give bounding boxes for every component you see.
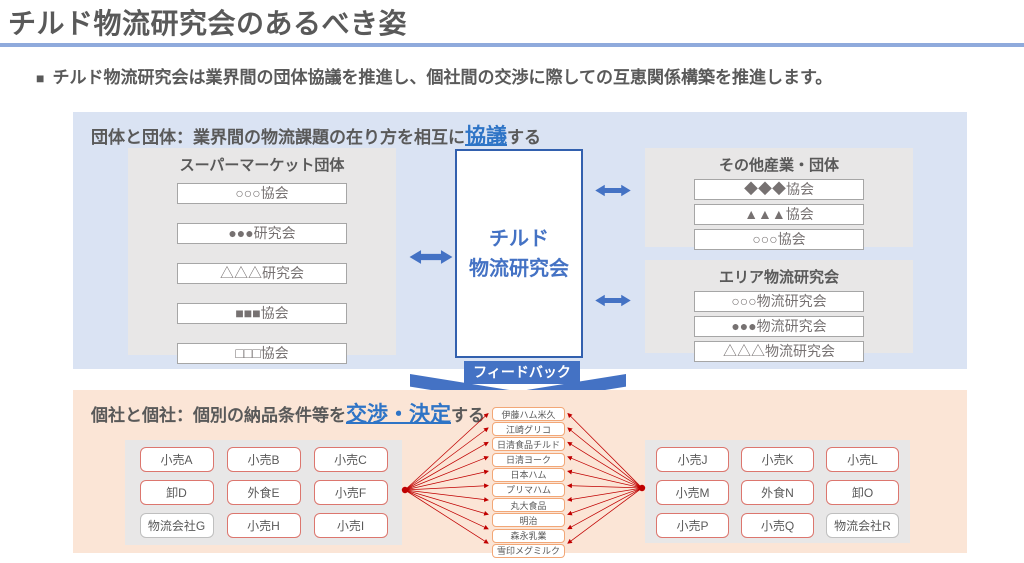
other-industry-association-list: ◆◆◆協会 ▲▲▲協会 ○○○協会 <box>645 179 913 250</box>
company-box: 小売L <box>826 447 899 472</box>
company-box: 小売C <box>313 447 388 472</box>
organizations-panel: 団体と団体：業界間の物流課題の在り方を相互に協議する スーパーマーケット団体 ○… <box>73 112 967 369</box>
center-box-line2: 物流研究会 <box>469 257 569 280</box>
organizations-panel-heading: 団体と団体：業界間の物流課題の在り方を相互に協議する <box>91 120 541 150</box>
company-box: 卸O <box>826 480 899 505</box>
maker-box: 森永乳業 <box>492 528 565 543</box>
title-underline-rule <box>0 43 1024 47</box>
heading-prefix: 団体と団体：業界間の物流課題の在り方を相互に <box>91 128 465 147</box>
maker-box: 日清食品チルド <box>492 437 565 452</box>
summary-text: チルド物流研究会は業界間の団体協議を推進し、個社間の交渉に際しての互恵関係構築を… <box>52 68 833 87</box>
bidirectional-arrow-icon <box>409 250 453 264</box>
companies-panel: 個社と個社：個別の納品条件等を交渉・決定する 小売A 小売B 小売C 卸D 外食E 小売F… <box>73 390 967 558</box>
center-box-line1: チルド <box>489 227 549 250</box>
company-box: 外食N <box>741 480 814 505</box>
company-box: 小売I <box>313 513 388 538</box>
company-box: 小売F <box>313 480 388 505</box>
left-company-grid: 小売A 小売B 小売C 卸D 外食E 小売F 物流会社G 小売H 小売I <box>125 440 402 538</box>
company-box: 物流会社G <box>139 513 214 538</box>
right-company-grid: 小売J 小売K 小売L 小売M 外食N 卸O 小売P 小売Q 物流会社R <box>645 440 910 538</box>
chilled-logistics-study-group-box: チルド 物流研究会 <box>455 149 583 358</box>
left-company-group-box: 小売A 小売B 小売C 卸D 外食E 小売F 物流会社G 小売H 小売I <box>125 440 402 545</box>
maker-box: 日清ヨーク <box>492 452 565 467</box>
association-box: ●●●研究会 <box>177 223 347 244</box>
association-box: ○○○物流研究会 <box>694 291 864 312</box>
summary-bullet: ■ チルド物流研究会は業界間の団体協議を推進し、個社間の交渉に際しての互恵関係構築… <box>36 63 832 88</box>
company-box: 小売B <box>226 447 301 472</box>
maker-list: 伊藤ハム米久江崎グリコ日清食品チルド日清ヨーク日本ハムプリマハム丸大食品明治森永… <box>492 407 565 558</box>
company-box: 小売P <box>656 513 729 538</box>
association-box: △△△物流研究会 <box>694 341 864 362</box>
company-box: 小売A <box>139 447 214 472</box>
companies-panel-heading: 個社と個社：個別の納品条件等を交渉・決定する <box>91 398 485 428</box>
maker-box: 雪印メグミルク <box>492 543 565 558</box>
company-box: 小売H <box>226 513 301 538</box>
maker-box: プリマハム <box>492 482 565 497</box>
bidirectional-arrow-icon <box>595 184 631 197</box>
company-box: 外食E <box>226 480 301 505</box>
association-box: ○○○協会 <box>694 229 864 250</box>
association-box: ■■■協会 <box>177 303 347 324</box>
area-logistics-group-box: エリア物流研究会 ○○○物流研究会 ●●●物流研究会 △△△物流研究会 <box>645 260 913 362</box>
supermarket-group-box: スーパーマーケット団体 ○○○協会 ●●●研究会 △△△研究会 ■■■協会 □□□協会 <box>128 148 396 364</box>
association-box: △△△研究会 <box>177 263 347 284</box>
area-logistics-association-list: ○○○物流研究会 ●●●物流研究会 △△△物流研究会 <box>645 291 913 362</box>
page-title: チルド物流研究会のあるべき姿 <box>8 8 408 39</box>
heading-suffix: する <box>451 406 485 425</box>
company-box: 小売K <box>741 447 814 472</box>
heading-suffix: する <box>507 128 541 147</box>
association-box: ▲▲▲協会 <box>694 204 864 225</box>
supermarket-association-list: ○○○協会 ●●●研究会 △△△研究会 ■■■協会 □□□協会 <box>128 183 396 364</box>
company-box: 小売J <box>656 447 729 472</box>
company-box: 小売Q <box>741 513 814 538</box>
company-box: 物流会社R <box>826 513 899 538</box>
association-box: ●●●物流研究会 <box>694 316 864 337</box>
heading-keyword: 交渉・決定 <box>346 403 451 426</box>
feedback-banner: フィードバック <box>464 361 580 384</box>
maker-box: 明治 <box>492 513 565 528</box>
company-box: 小売M <box>656 480 729 505</box>
square-bullet-icon: ■ <box>36 70 45 86</box>
bidirectional-arrow-icon <box>595 294 631 307</box>
area-logistics-group-title: エリア物流研究会 <box>718 269 839 286</box>
maker-box: 江崎グリコ <box>492 422 565 437</box>
maker-box: 伊藤ハム米久 <box>492 407 565 421</box>
other-industry-group-title: その他産業・団体 <box>718 157 839 174</box>
heading-prefix: 個社と個社：個別の納品条件等を <box>91 406 346 425</box>
maker-box: 丸大食品 <box>492 498 565 513</box>
association-box: □□□協会 <box>177 343 347 364</box>
company-box: 卸D <box>139 480 214 505</box>
other-industry-group-box: その他産業・団体 ◆◆◆協会 ▲▲▲協会 ○○○協会 <box>645 148 913 250</box>
heading-keyword: 協議 <box>465 125 507 148</box>
supermarket-group-title: スーパーマーケット団体 <box>179 157 345 174</box>
right-company-group-box: 小売J 小売K 小売L 小売M 外食N 卸O 小売P 小売Q 物流会社R <box>645 440 910 543</box>
association-box: ◆◆◆協会 <box>694 179 864 200</box>
association-box: ○○○協会 <box>177 183 347 204</box>
maker-box: 日本ハム <box>492 467 565 482</box>
